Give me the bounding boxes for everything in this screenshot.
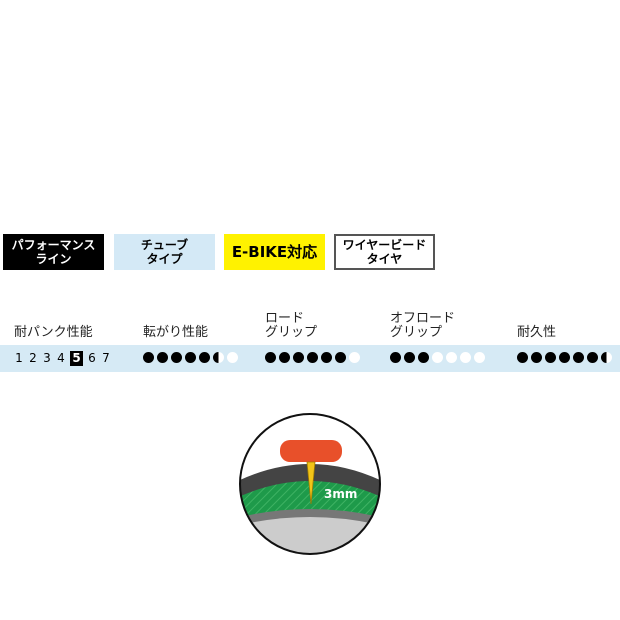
puncture-level: 3 (43, 351, 51, 365)
rating-dot (404, 352, 415, 363)
rolling-dots (143, 352, 238, 363)
rating-dot (418, 352, 429, 363)
rating-dot (321, 352, 332, 363)
puncture-protection-diagram: 3mm (239, 413, 381, 555)
label-durability: 耐久性 (517, 325, 557, 340)
thickness-label: 3mm (324, 487, 357, 501)
puncture-level: 7 (102, 351, 110, 365)
rating-dot (517, 352, 528, 363)
label-rolling: 転がり性能 (143, 325, 209, 340)
rating-dot (545, 352, 556, 363)
rating-dot (446, 352, 457, 363)
road-grip-dots (265, 352, 360, 363)
puncture-level: 1 (15, 351, 23, 365)
puncture-level: 5 (70, 351, 83, 366)
rating-dot (279, 352, 290, 363)
puncture-level: 6 (88, 351, 96, 365)
rating-dot (143, 352, 154, 363)
offroad-grip-dots (390, 352, 485, 363)
badge-ebike: E-BIKE対応 (224, 234, 325, 270)
durability-dots (517, 352, 612, 363)
rating-dot (157, 352, 168, 363)
rating-dot (171, 352, 182, 363)
rating-dot (601, 352, 612, 363)
badge-performance-line: パフォーマンス ライン (3, 234, 104, 270)
label-offroad-grip: オフロード グリップ (390, 311, 456, 340)
badge-wire-bead: ワイヤービード タイヤ (334, 234, 435, 270)
rating-dot (390, 352, 401, 363)
rating-dot (227, 352, 238, 363)
rating-dot (474, 352, 485, 363)
label-puncture: 耐パンク性能 (14, 325, 93, 340)
thorn-icon (280, 440, 342, 462)
label-road-grip: ロード グリップ (265, 311, 318, 340)
rating-dot (531, 352, 542, 363)
rating-dot (335, 352, 346, 363)
puncture-level: 2 (29, 351, 37, 365)
rating-dot (573, 352, 584, 363)
rating-dot (460, 352, 471, 363)
rating-dot (199, 352, 210, 363)
rating-dot (559, 352, 570, 363)
rating-dot (349, 352, 360, 363)
rating-dot (307, 352, 318, 363)
rating-dot (587, 352, 598, 363)
rating-dot (265, 352, 276, 363)
rating-dot (213, 352, 224, 363)
badge-tube-type: チューブ タイプ (114, 234, 215, 270)
puncture-level: 4 (57, 351, 65, 365)
rating-dot (185, 352, 196, 363)
rating-dot (432, 352, 443, 363)
rating-dot (293, 352, 304, 363)
